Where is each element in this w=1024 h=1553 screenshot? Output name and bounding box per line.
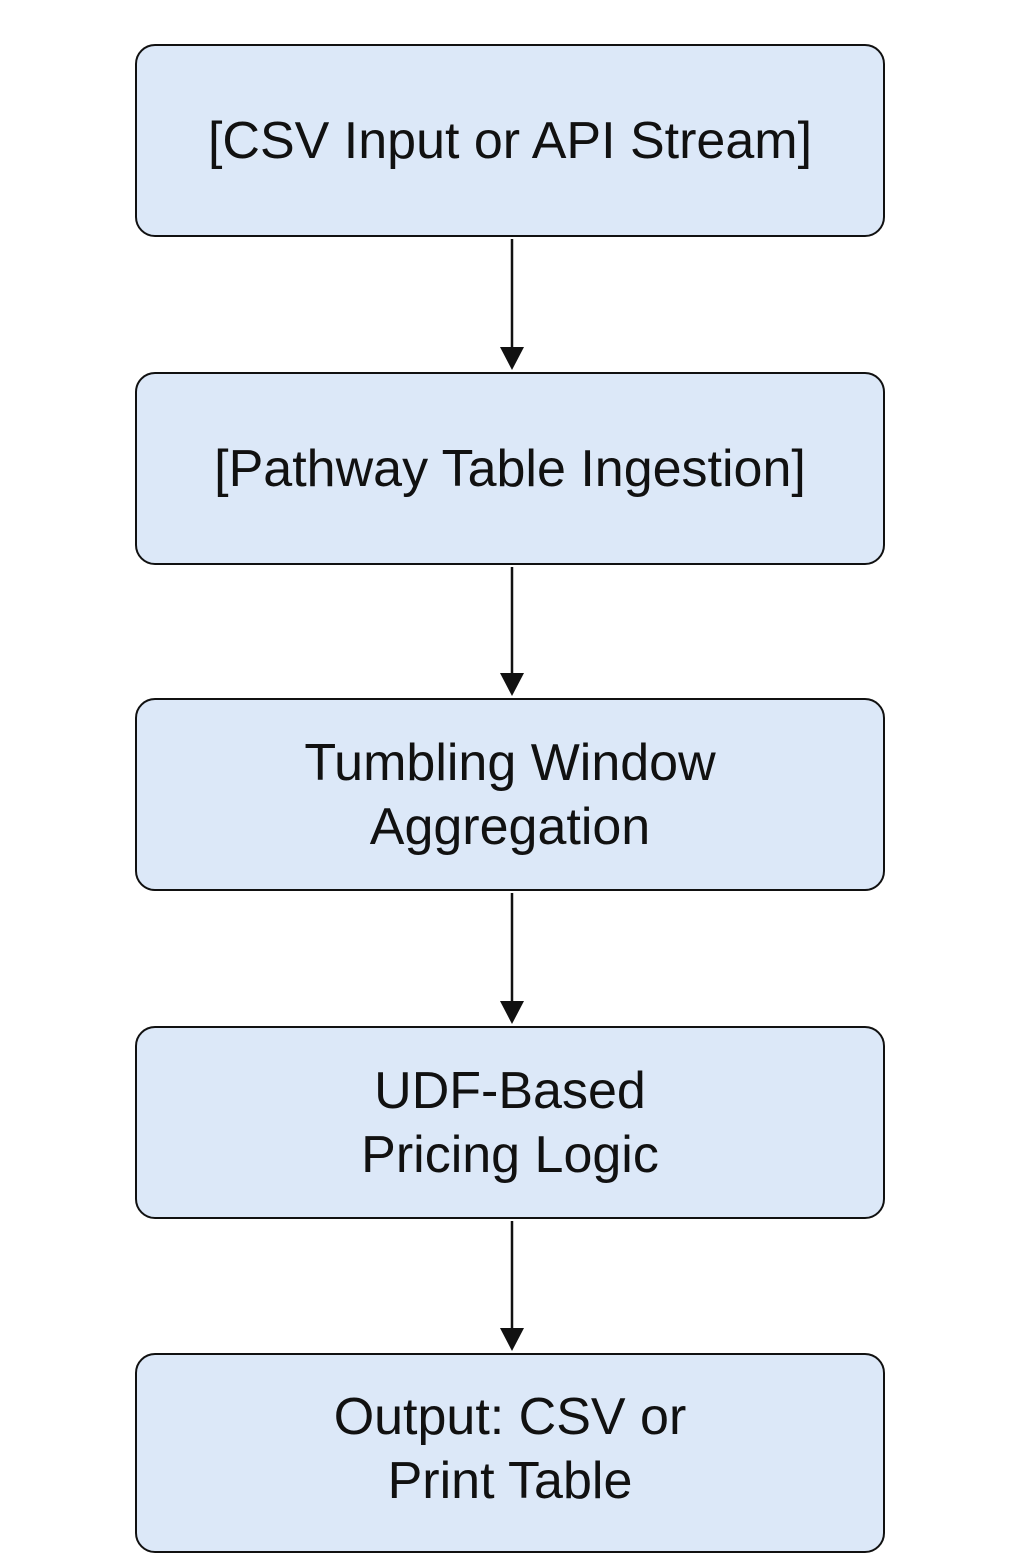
node-label-line-1: Tumbling Window xyxy=(304,733,716,792)
arrow-csv-to-ingestion xyxy=(500,239,524,370)
node-pathway-table-ingestion: [Pathway Table Ingestion] xyxy=(135,372,885,565)
arrow-window-to-udf xyxy=(500,893,524,1024)
node-label-line-2: Pricing Logic xyxy=(361,1125,659,1184)
node-label-line-1: Output: CSV or xyxy=(333,1388,687,1446)
node-csv-input: [CSV Input or API Stream] xyxy=(135,44,885,237)
node-output: Output: CSV or Print Table xyxy=(135,1353,885,1553)
node-label: [Pathway Table Ingestion] xyxy=(214,439,806,498)
node-udf-pricing-logic: UDF-Based Pricing Logic xyxy=(135,1026,885,1219)
node-label-line-1: UDF-Based xyxy=(374,1061,646,1120)
arrow-ingestion-to-window xyxy=(500,567,524,696)
node-label: [CSV Input or API Stream] xyxy=(207,111,813,170)
node-label-line-2: Aggregation xyxy=(369,797,651,856)
arrow-udf-to-output xyxy=(500,1221,524,1351)
node-tumbling-window-aggregation: Tumbling Window Aggregation xyxy=(135,698,885,891)
node-label-line-2: Print Table xyxy=(387,1452,633,1510)
